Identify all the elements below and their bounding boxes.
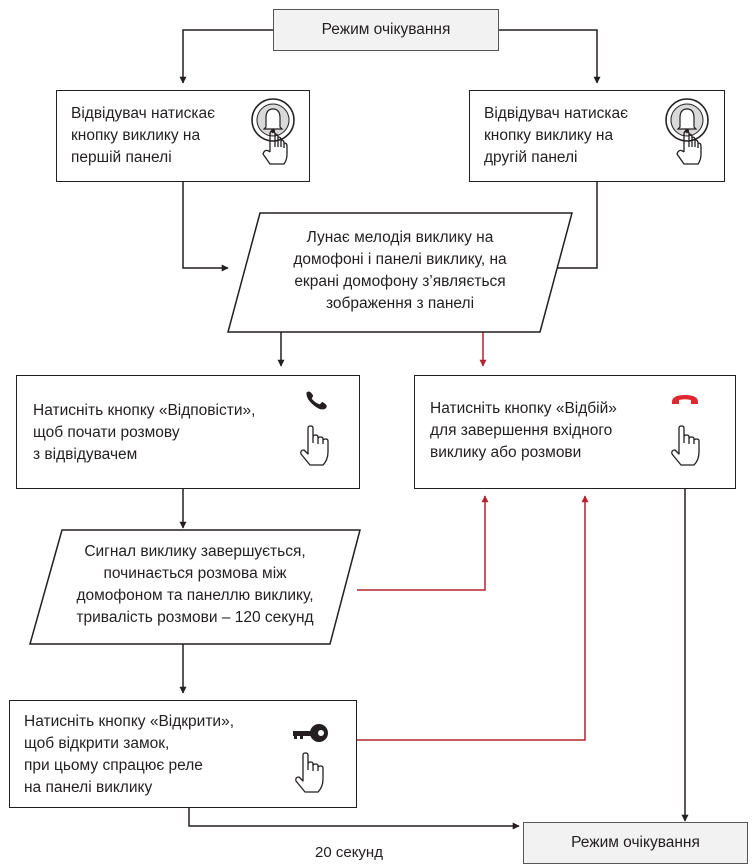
edge-talk-hangup: [357, 495, 489, 591]
ring-shape: [227, 212, 573, 333]
end-label: Режим очікування: [571, 834, 700, 851]
hangup-box: [414, 375, 736, 489]
end-box: [523, 822, 748, 864]
talk-label: Сигнал виклику завершується, починається…: [76, 543, 314, 626]
open-box: [9, 700, 357, 808]
edge-open-end: [188, 808, 520, 830]
answer-label: Натисніть кнопку «Відповісти», щоб почат…: [33, 402, 256, 463]
edge-visitor1-ring: [182, 182, 229, 272]
key-icon: [293, 724, 328, 742]
hand-icon: [671, 425, 700, 466]
edge-start-visitor2: [499, 29, 601, 84]
visitor1-label: Відвідувач натискає кнопку виклику на пе…: [71, 105, 216, 166]
ring-label: Лунає мелодія виклику на домофоні і пане…: [293, 229, 507, 312]
edge-start-visitor1: [179, 29, 273, 84]
edge-open-hangup: [357, 495, 589, 741]
start-label: Режим очікування: [321, 21, 451, 38]
open-label: Натисніть кнопку «Відкрити», щоб відкрит…: [24, 713, 235, 796]
visitor2-label: Відвідувач натискає кнопку виклику на др…: [484, 105, 629, 166]
hand-icon: [295, 752, 324, 793]
phone-answer-icon: [306, 391, 327, 410]
answer-box: [16, 375, 360, 489]
hangup-label: Натисніть кнопку «Відбій» для завершення…: [430, 400, 617, 461]
start-box: [273, 9, 499, 51]
talk-shape: [29, 529, 361, 645]
hand-icon: [300, 425, 329, 466]
bell-hand-icon: [665, 98, 709, 165]
bell-hand-icon: [251, 98, 295, 165]
phone-hangup-icon: [672, 395, 698, 404]
timeout-label: 20 секунд: [315, 844, 383, 861]
edge-visitor2-ring: [549, 182, 598, 272]
